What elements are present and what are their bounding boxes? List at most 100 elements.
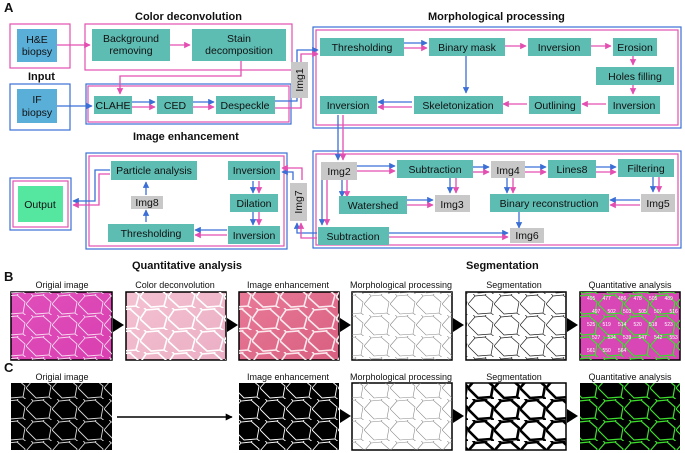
fiber-number: 519 bbox=[603, 322, 612, 328]
svg-text:Lines8: Lines8 bbox=[557, 164, 588, 176]
svg-text:Skeletonization: Skeletonization bbox=[422, 100, 493, 112]
svg-text:Filtering: Filtering bbox=[627, 163, 665, 175]
fiber-number: 539 bbox=[623, 335, 632, 341]
node-binary-reconstruction: Binary reconstruction bbox=[490, 194, 609, 212]
svg-text:Stain: Stain bbox=[227, 33, 251, 45]
svg-text:Image enhancement: Image enhancement bbox=[247, 280, 330, 290]
row-b-arrowheads bbox=[113, 318, 578, 332]
section-title-quantitative-analysis: Quantitative analysis bbox=[132, 260, 242, 272]
fiber-number: 527 bbox=[592, 335, 601, 341]
svg-text:Img2: Img2 bbox=[327, 166, 351, 178]
fiber-number: 518 bbox=[649, 322, 658, 328]
svg-text:CED: CED bbox=[164, 100, 187, 112]
image-c-morphological-processing bbox=[351, 382, 453, 451]
node-despeckle: Despeckle bbox=[216, 96, 275, 114]
fiber-number: 486 bbox=[618, 296, 627, 302]
svg-text:Origial image: Origial image bbox=[35, 280, 88, 290]
image-c-image-enhancement bbox=[239, 383, 339, 450]
svg-text:Thresholding: Thresholding bbox=[121, 228, 182, 240]
fiber-number: 561 bbox=[587, 348, 596, 354]
fiber-number: 534 bbox=[608, 335, 617, 341]
svg-text:Inversion: Inversion bbox=[233, 165, 276, 177]
panel-label-b: B bbox=[4, 269, 13, 284]
node-clahe: CLAHE bbox=[94, 96, 132, 114]
svg-text:Segmentation: Segmentation bbox=[486, 280, 542, 290]
svg-text:Erosion: Erosion bbox=[617, 42, 653, 54]
svg-text:Particle analysis: Particle analysis bbox=[116, 165, 192, 177]
node-output: Output bbox=[18, 186, 63, 222]
fiber-number: 525 bbox=[587, 322, 596, 328]
fiber-number: 503 bbox=[623, 309, 632, 315]
fiber-number: 495 bbox=[587, 296, 596, 302]
fiber-number: 497 bbox=[592, 309, 601, 315]
node-inversion-qa-top: Inversion bbox=[228, 161, 280, 180]
svg-text:Morphological processing: Morphological processing bbox=[350, 280, 452, 290]
fiber-number: 542 bbox=[654, 335, 663, 341]
section-title-color-deconvolution: Color deconvolution bbox=[135, 11, 242, 23]
node-watershed: Watershed bbox=[339, 196, 407, 214]
svg-text:Binary mask: Binary mask bbox=[438, 42, 497, 54]
svg-text:Img4: Img4 bbox=[496, 165, 520, 177]
image-c-quantitative-analysis bbox=[580, 383, 680, 450]
svg-text:Inversion: Inversion bbox=[233, 230, 276, 242]
node-lines8: Lines8 bbox=[548, 160, 596, 178]
fiber-number: 507 bbox=[654, 309, 663, 315]
svg-text:Origial image: Origial image bbox=[35, 372, 88, 382]
svg-text:IF: IF bbox=[32, 94, 41, 106]
node-inversion-2: Inversion bbox=[608, 96, 660, 114]
image-c-segmentation bbox=[465, 382, 567, 451]
svg-text:Morphological processing: Morphological processing bbox=[350, 372, 452, 382]
node-filtering: Filtering bbox=[618, 159, 674, 177]
svg-text:Img3: Img3 bbox=[440, 199, 464, 211]
fiber-number: 523 bbox=[665, 322, 674, 328]
row-c-captions: Origial image Image enhancement Morpholo… bbox=[35, 372, 672, 382]
flow-arrows bbox=[57, 39, 663, 241]
node-img8: Img8 bbox=[131, 196, 163, 209]
node-img5: Img5 bbox=[641, 194, 675, 212]
node-dilation: Dilation bbox=[230, 194, 278, 212]
svg-text:Outlining: Outlining bbox=[534, 100, 576, 112]
svg-text:Despeckle: Despeckle bbox=[220, 100, 269, 112]
node-if-biopsy: IF biopsy bbox=[17, 89, 57, 123]
svg-text:Thresholding: Thresholding bbox=[332, 42, 393, 54]
svg-text:H&E: H&E bbox=[26, 34, 48, 46]
svg-text:biopsy: biopsy bbox=[22, 46, 53, 58]
node-particle-analysis: Particle analysis bbox=[111, 161, 197, 180]
node-img7: Img7 bbox=[290, 183, 307, 221]
node-img3: Img3 bbox=[435, 195, 470, 212]
node-img6: Img6 bbox=[510, 228, 544, 243]
image-b-color-deconvolution bbox=[125, 291, 227, 361]
fiber-number: 516 bbox=[670, 309, 679, 315]
node-he-biopsy: H&E biopsy bbox=[17, 29, 57, 62]
svg-text:biopsy: biopsy bbox=[22, 107, 53, 119]
node-skeletonization: Skeletonization bbox=[414, 96, 503, 114]
fiber-number: 550 bbox=[603, 348, 612, 354]
image-b-segmentation bbox=[465, 291, 567, 361]
svg-text:CLAHE: CLAHE bbox=[95, 100, 130, 112]
image-b-original bbox=[10, 291, 113, 361]
node-img1: Img1 bbox=[291, 62, 308, 98]
fiber-number: 514 bbox=[618, 322, 627, 328]
node-binary-mask: Binary mask bbox=[429, 38, 505, 56]
svg-text:Inversion: Inversion bbox=[613, 100, 656, 112]
node-img2: Img2 bbox=[321, 162, 357, 180]
svg-text:Image enhancement: Image enhancement bbox=[247, 372, 330, 382]
image-b-morphological-processing bbox=[351, 291, 453, 361]
panel-label-c: C bbox=[4, 360, 14, 375]
fiber-number: 489 bbox=[665, 296, 674, 302]
svg-text:Watershed: Watershed bbox=[348, 200, 399, 212]
node-thresholding-qa: Thresholding bbox=[108, 224, 194, 242]
svg-text:Dilation: Dilation bbox=[236, 198, 271, 210]
node-inversion-qa-bottom: Inversion bbox=[228, 226, 280, 244]
fiber-number: 502 bbox=[608, 309, 617, 315]
svg-text:Subtraction: Subtraction bbox=[408, 164, 461, 176]
svg-text:Img8: Img8 bbox=[135, 197, 159, 209]
node-ced: CED bbox=[157, 96, 193, 114]
node-subtraction-1: Subtraction bbox=[397, 160, 473, 178]
svg-text:Quantitative analysis: Quantitative analysis bbox=[588, 280, 672, 290]
fiber-number: 520 bbox=[634, 322, 643, 328]
fiber-number: 564 bbox=[618, 348, 627, 354]
node-holes-filling: Holes filling bbox=[596, 67, 674, 85]
fiber-number: 553 bbox=[670, 335, 679, 341]
